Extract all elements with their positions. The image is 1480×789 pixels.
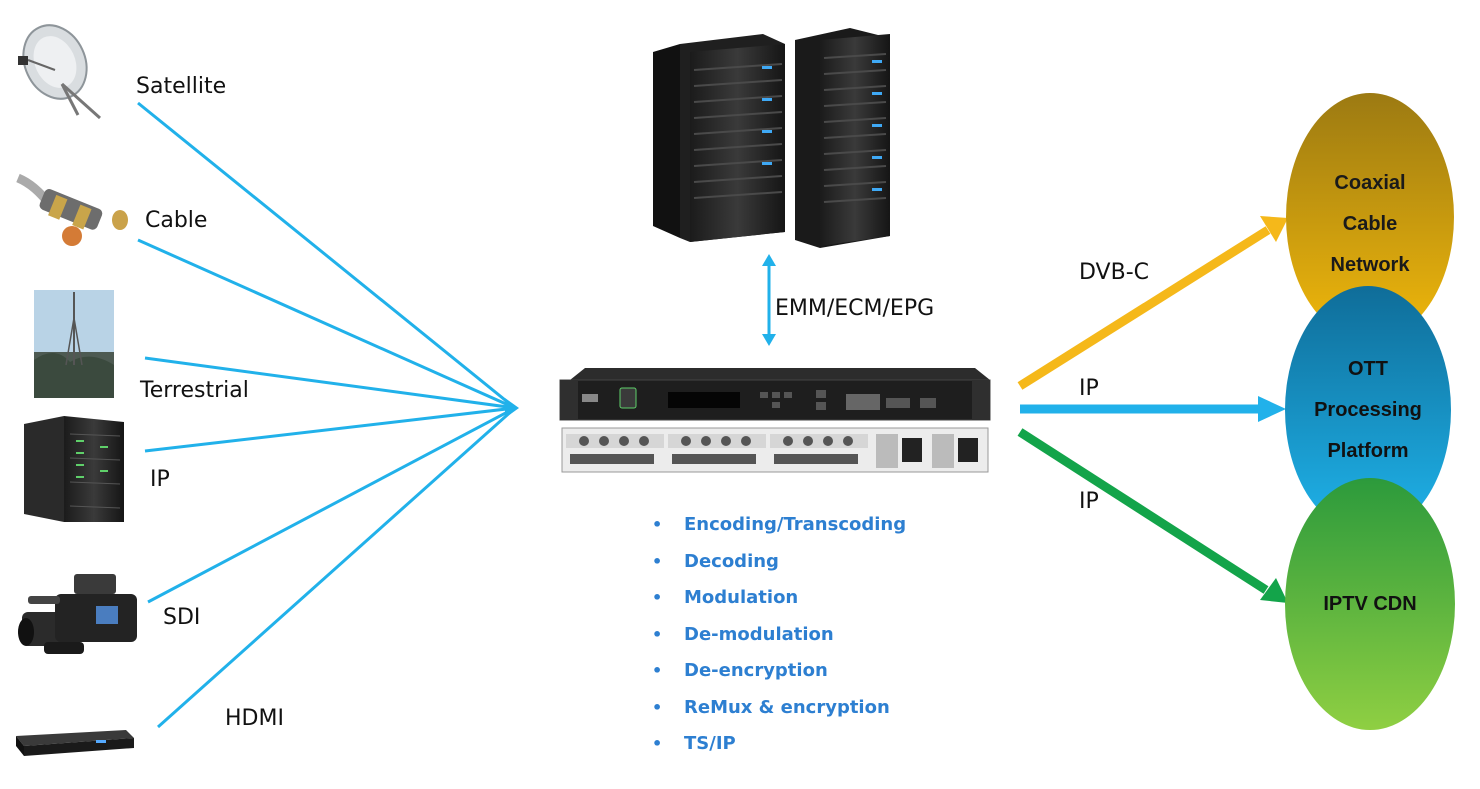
- server-link-label: EMM/ECM/EPG: [775, 296, 935, 321]
- satellite-link: [137, 101, 516, 410]
- source-label-satellite: Satellite: [136, 74, 227, 99]
- node-line: Platform: [1327, 440, 1409, 462]
- function-item: •Decoding: [652, 550, 779, 572]
- convergence-arrowhead: [505, 398, 519, 418]
- node-line: Coaxial: [1334, 172, 1406, 194]
- function-label: De-encryption: [684, 660, 828, 681]
- output-label-ott-ip: IP: [1079, 376, 1099, 401]
- function-item: •Encoding/Transcoding: [652, 514, 907, 535]
- ip-input-link: [144, 406, 516, 453]
- function-item: •TS/IP: [652, 733, 736, 754]
- input-lines: [137, 101, 516, 729]
- node-line: Network: [1330, 254, 1410, 276]
- function-label: TS/IP: [684, 733, 736, 754]
- source-label-cable: Cable: [145, 208, 208, 233]
- node-line: OTT: [1348, 358, 1388, 380]
- function-item: •Modulation: [652, 587, 799, 608]
- terrestrial-link: [144, 356, 516, 410]
- satellite-dish-icon: [18, 24, 102, 120]
- function-item: •De-encryption: [652, 660, 828, 681]
- node-line: IPTV CDN: [1323, 593, 1417, 615]
- function-label: Encoding/Transcoding: [684, 514, 907, 535]
- dvbc-arrow: [1017, 226, 1271, 390]
- sdi-link: [147, 406, 516, 604]
- source-label-sdi: SDI: [163, 605, 201, 630]
- headend-device-icon: [559, 368, 991, 473]
- headend-servers-icon: [653, 28, 890, 248]
- source-label-ip: IP: [150, 467, 170, 492]
- function-item: •ReMux & encryption: [652, 696, 890, 718]
- function-label: De-modulation: [684, 623, 834, 645]
- source-label-hdmi: HDMI: [225, 706, 284, 731]
- hdmi-link: [157, 406, 516, 729]
- function-list: •Encoding/Transcoding •Decoding •Modulat…: [652, 512, 906, 768]
- node-line: Processing: [1314, 399, 1422, 421]
- cable-link: [137, 238, 516, 410]
- broadcast-tower-icon: [34, 290, 114, 398]
- iptv-ip-arrow: [1017, 428, 1269, 594]
- ott-platform-node: [1285, 286, 1451, 534]
- video-camera-icon: [18, 574, 137, 654]
- coaxial-connector-icon: [16, 173, 128, 246]
- node-line: Cable: [1342, 213, 1398, 235]
- ott-platform-text: OTT Processing Platform: [1284, 349, 1452, 472]
- output-label-iptv-ip: IP: [1079, 489, 1099, 514]
- output-arrows: [1017, 216, 1288, 603]
- coaxial-network-node: [1286, 93, 1454, 341]
- source-label-terrestrial: Terrestrial: [140, 378, 249, 403]
- coaxial-network-text: Coaxial Cable Network: [1286, 163, 1454, 286]
- iptv-cdn-node: [1285, 478, 1455, 730]
- set-top-box-icon: [16, 730, 134, 756]
- server-link-arrow: [762, 254, 776, 346]
- iptv-cdn-text: IPTV CDN: [1286, 589, 1454, 619]
- server-rack-icon: [24, 416, 124, 522]
- function-label: Decoding: [684, 550, 779, 572]
- function-item: •De-modulation: [652, 623, 834, 645]
- output-label-dvbc: DVB-C: [1079, 260, 1149, 285]
- function-label: ReMux & encryption: [684, 696, 890, 718]
- function-label: Modulation: [684, 587, 799, 608]
